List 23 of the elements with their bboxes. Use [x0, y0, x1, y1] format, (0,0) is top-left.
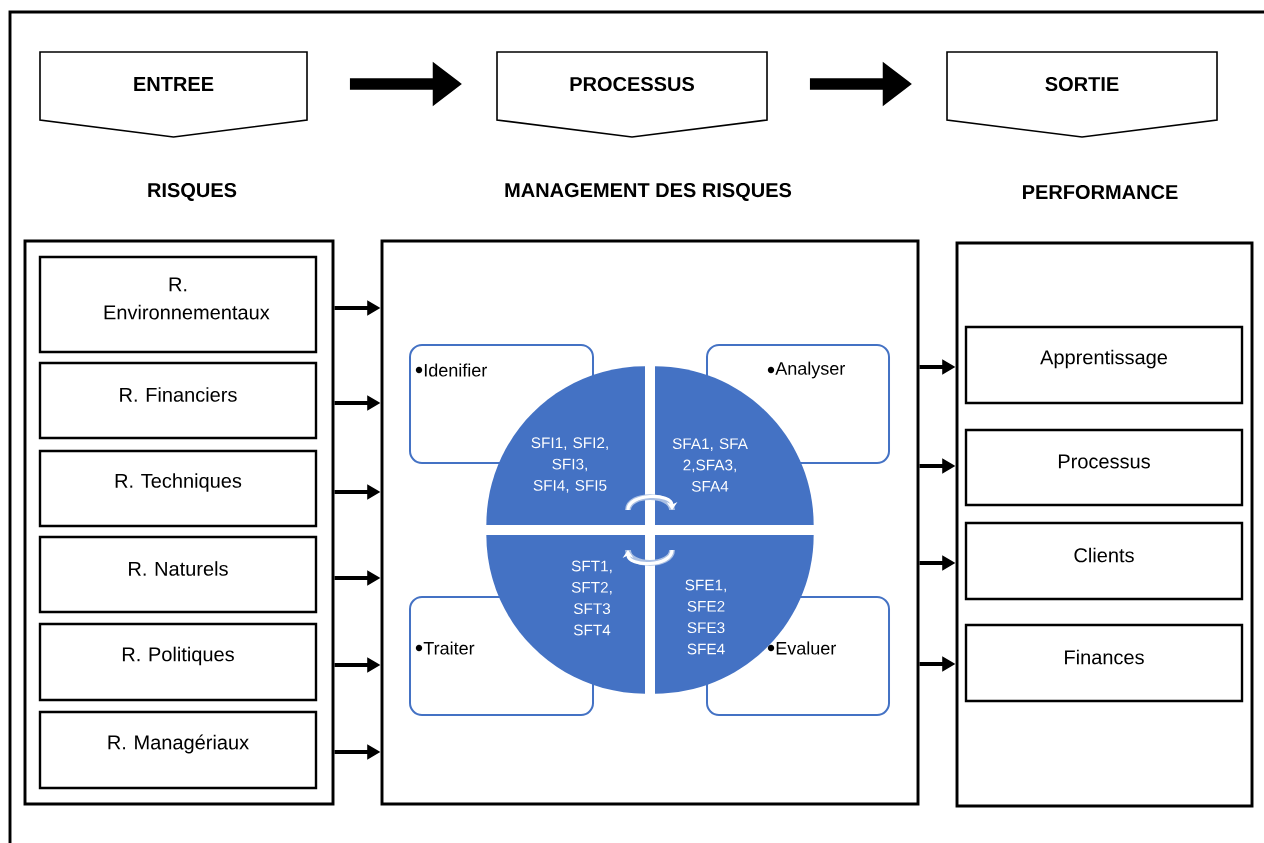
column-frame — [380, 239, 920, 806]
pie-quadrant: SFI1, SFI2, SFI3, SFI4, SFI5 — [486, 366, 645, 525]
category-box: Processus — [964, 428, 1244, 507]
column-frame — [955, 241, 1254, 808]
pie-quadrant: SFT1, SFT2, SFT3 SFT4 — [486, 535, 645, 694]
category-box: R. Managériaux — [38, 710, 318, 790]
column-heading: RISQUES — [148, 183, 237, 201]
input-process-output-banner: SORTIE — [946, 51, 1218, 138]
cycle-arrow — [625, 494, 678, 511]
column-heading: MANAGEMENT DES RISQUES — [505, 183, 792, 201]
category-box: Clients — [964, 521, 1244, 601]
category-box: R. Naturels — [38, 535, 318, 614]
input-process-output-banner: ENTREE — [39, 51, 308, 138]
category-box: R. Politiques — [38, 622, 318, 702]
cycle-arrow — [622, 549, 675, 566]
category-box: R. Financiers — [38, 361, 318, 440]
category-box: R. Environnementaux — [38, 255, 318, 354]
category-box: Apprentissage — [964, 325, 1244, 405]
column-heading: PERFORMANCE — [1023, 184, 1178, 200]
column-frame — [23, 239, 335, 806]
input-process-output-banner: PROCESSUS — [496, 51, 768, 138]
category-box: R. Techniques — [38, 449, 318, 528]
category-box: Finances — [964, 623, 1244, 703]
